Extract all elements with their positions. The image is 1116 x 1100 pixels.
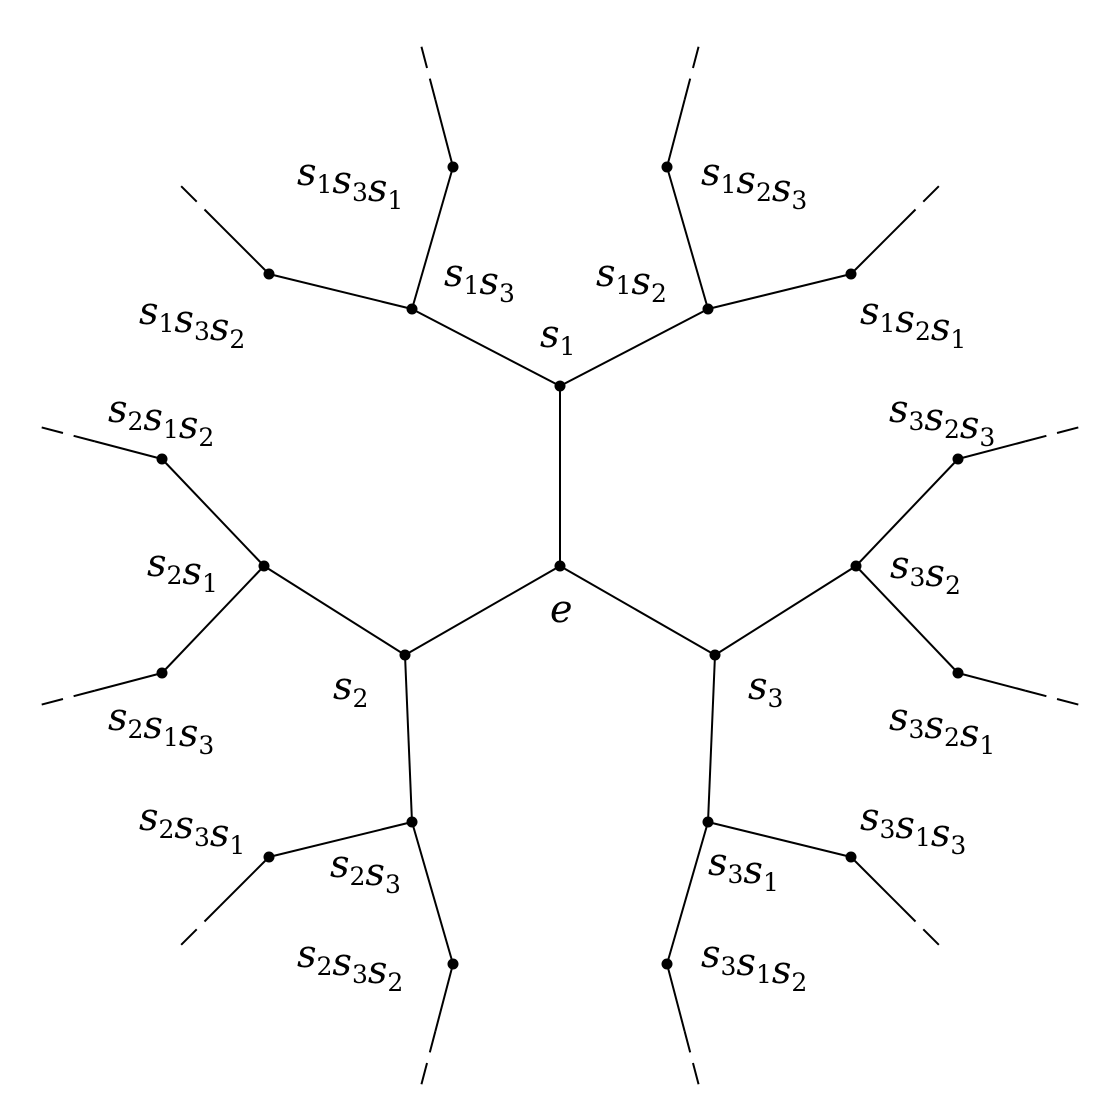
label-s1: s1 [540, 312, 575, 361]
label-s2s1: s2s1 [147, 541, 218, 598]
vertices-group [156, 161, 964, 970]
label-s3s2s1: s3s2s1 [889, 695, 995, 760]
edge-s3s1-s3s1s2 [666, 821, 709, 965]
vertex-s2s1s3 [156, 667, 168, 679]
vertex-s1 [554, 380, 566, 392]
tail-dashed-s3s1s3 [899, 905, 941, 947]
edge-s1s3-s1s3s2 [268, 273, 413, 310]
edge-s1s2-s1s2s1 [707, 273, 852, 310]
vertex-s3 [709, 649, 721, 661]
tail-solid-s1s2s1 [850, 224, 901, 275]
edge-s1s3-s1s3s1 [411, 166, 454, 310]
edge-s2-s2s1 [263, 565, 406, 656]
edges-group [161, 166, 959, 965]
vertex-s1s3s2 [263, 268, 275, 280]
vertex-s1s2s1 [845, 268, 857, 280]
label-s3s1: s3s1 [708, 840, 779, 897]
vertex-s3s1s2 [661, 958, 673, 970]
vertex-s2s3 [406, 816, 418, 828]
label-s1s2: s1s2 [596, 251, 667, 308]
continuation-tails-group [39, 44, 1081, 1087]
tail-dashed-s1s3s1 [420, 44, 437, 101]
tail-dashed-s2s3s1 [179, 905, 221, 947]
tail-solid-s3s1s2 [666, 963, 686, 1032]
edge-s3s2-s3s2s1 [855, 565, 959, 674]
tail-solid-s2s1s3 [94, 672, 163, 692]
edge-s2s1-s2s1s3 [161, 565, 265, 674]
label-s1s3s2: s1s3s2 [139, 289, 245, 354]
label-s3s2: s3s2 [890, 543, 961, 600]
vertex-s1s3 [406, 303, 418, 315]
tail-dashed-s3s2s1 [1024, 689, 1081, 706]
tail-dashed-s3s2s3 [1024, 426, 1081, 443]
tail-solid-s3s2s1 [957, 672, 1026, 692]
label-s1s3s1: s1s3s1 [297, 150, 403, 215]
tail-dashed-s2s1s3 [39, 689, 96, 706]
tail-solid-s2s1s2 [94, 440, 163, 460]
edge-s2s3-s2s3s1 [268, 821, 413, 858]
vertex-s1s2s3 [661, 161, 673, 173]
vertex-s2 [399, 649, 411, 661]
vertex-s2s3s1 [263, 851, 275, 863]
tail-dashed-s2s1s2 [39, 426, 96, 443]
label-s3s2s3: s3s2s3 [889, 387, 995, 452]
edge-s1-s1s3 [411, 308, 561, 387]
label-e: e [550, 587, 573, 631]
label-s2s3s1: s2s3s1 [139, 795, 245, 860]
vertex-s1s2 [702, 303, 714, 315]
label-s2s1s3: s2s1s3 [108, 695, 214, 760]
label-s3s1s3: s3s1s3 [860, 795, 966, 860]
label-s2: s2 [333, 664, 368, 713]
vertex-s3s2s1 [952, 667, 964, 679]
vertex-s3s2s3 [952, 453, 964, 465]
edge-e-s2 [404, 565, 561, 656]
edge-s2s1-s2s1s2 [161, 458, 265, 567]
tail-dashed-s1s2s3 [683, 44, 700, 101]
tail-dashed-s1s2s1 [899, 184, 941, 226]
tail-solid-s3s1s3 [850, 856, 901, 907]
vertex-s3s1s3 [845, 851, 857, 863]
tail-solid-s2s3s1 [219, 856, 270, 907]
tail-solid-s1s3s2 [219, 224, 270, 275]
label-s2s3: s2s3 [330, 842, 401, 899]
vertex-s3s2 [850, 560, 862, 572]
label-s2s3s2: s2s3s2 [297, 932, 403, 997]
edge-s2s3-s2s3s2 [411, 821, 454, 965]
vertex-s2s1 [258, 560, 270, 572]
tail-dashed-s2s3s2 [420, 1030, 437, 1087]
tail-solid-s1s3s1 [434, 99, 454, 168]
tail-dashed-s1s3s2 [179, 184, 221, 226]
label-s1s3: s1s3 [444, 251, 515, 308]
edge-s1s2-s1s2s3 [666, 166, 709, 310]
label-s2s1s2: s2s1s2 [108, 387, 214, 452]
edge-s2-s2s3 [404, 654, 413, 823]
vertex-s2s1s2 [156, 453, 168, 465]
edge-s3s1-s3s1s3 [707, 821, 852, 858]
edge-s3-s3s1 [707, 654, 716, 823]
tail-solid-s1s2s3 [666, 99, 686, 168]
label-s3s1s2: s3s1s2 [701, 932, 807, 997]
edge-s3-s3s2 [714, 565, 857, 656]
vertex-s3s1 [702, 816, 714, 828]
vertex-s1s3s1 [447, 161, 459, 173]
vertex-s2s3s2 [447, 958, 459, 970]
label-s1s2s3: s1s2s3 [701, 150, 807, 215]
tail-solid-s3s2s3 [957, 440, 1026, 460]
tail-solid-s2s3s2 [434, 963, 454, 1032]
tail-dashed-s3s1s2 [683, 1030, 700, 1087]
vertex-e [554, 560, 566, 572]
label-s1s2s1: s1s2s1 [860, 289, 966, 354]
label-s3: s3 [748, 664, 783, 713]
edge-s3s2-s3s2s3 [855, 458, 959, 567]
edge-s1-s1s2 [559, 308, 709, 387]
edge-e-s3 [559, 565, 716, 656]
